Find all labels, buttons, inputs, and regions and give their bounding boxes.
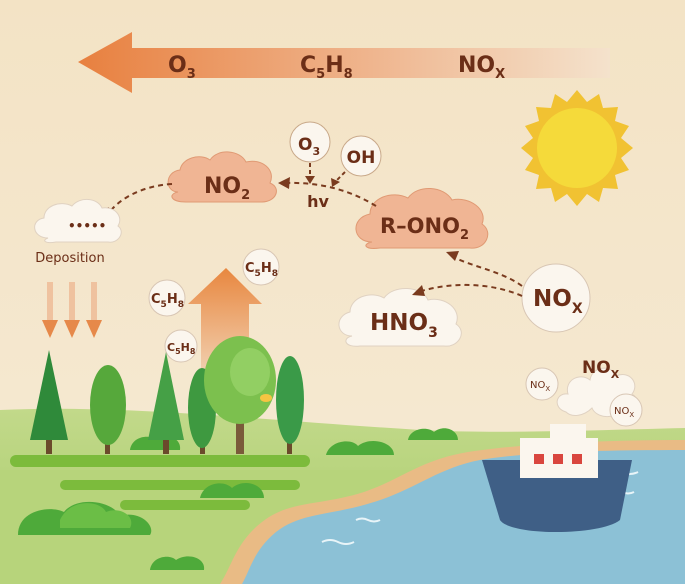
svg-text:NO2: NO2: [204, 174, 250, 203]
nox-small-bubble-1: NOX: [525, 367, 559, 401]
transport-arrow: O3 C5H8 NOX: [78, 32, 610, 93]
deposition-label: Deposition: [35, 251, 105, 266]
arrowhead-no2: [278, 177, 290, 189]
arrow-label-nox: NOX: [458, 53, 505, 82]
big-tree: [204, 336, 276, 454]
oh-bubble: OH: [340, 135, 382, 177]
arrow-label-c5h8: C5H8: [300, 53, 353, 82]
pine-tree-2: [148, 352, 184, 454]
svg-text:C5H8: C5H8: [151, 292, 184, 310]
deposition-cloud: •••••: [34, 199, 122, 243]
svg-text:OH: OH: [347, 148, 376, 168]
deposition-arrows: [42, 282, 102, 338]
svg-text:HNO3: HNO3: [370, 310, 438, 341]
deposition-arrow-1: [42, 282, 58, 338]
ship-window-1: [534, 454, 544, 464]
o3-bubble: O3: [289, 121, 331, 163]
svg-text:NOX: NOX: [614, 406, 634, 419]
arrow-label-o3: O3: [168, 53, 196, 82]
arrowhead-rono2: [446, 251, 459, 261]
rono2-to-no2-arrow: [285, 181, 377, 207]
rono2-cloud: R–ONO2: [355, 188, 489, 249]
svg-text:NOX: NOX: [582, 358, 620, 381]
arrowhead-hno3: [412, 285, 425, 296]
reactant-arrows: [309, 163, 346, 182]
ship: [482, 424, 632, 532]
deposition-arrow-2: [64, 282, 80, 338]
oh-arrowhead: [331, 178, 340, 187]
svg-text:C5H8: C5H8: [167, 341, 196, 356]
o3-arrowhead: [305, 176, 315, 184]
deposition-arrow-3: [86, 282, 102, 338]
nox-source-bubble: NOX: [521, 263, 591, 333]
svg-text:R–ONO2: R–ONO2: [380, 214, 469, 243]
bushes: [18, 428, 458, 570]
pine-tree-1: [30, 350, 68, 454]
transport-arrow-shape: [78, 32, 610, 93]
nox-to-hno3-arrow: [417, 283, 523, 297]
svg-text:O3: O3: [298, 135, 320, 158]
ship-window-2: [553, 454, 563, 464]
sun-icon: [521, 90, 633, 206]
nox-small-bubble-2: NOX: [609, 393, 643, 427]
round-tree-3: [276, 356, 304, 454]
svg-text:NOX: NOX: [530, 380, 550, 393]
ship-bridge: [550, 424, 586, 440]
round-tree-1: [90, 365, 126, 454]
hno3-cloud: HNO3: [338, 288, 462, 347]
hv-label: hv: [307, 192, 329, 211]
c5h8-bubble-3: C5H8: [242, 248, 280, 286]
svg-text:C5H8: C5H8: [245, 261, 278, 279]
svg-text:•••••: •••••: [68, 219, 106, 233]
no2-cloud: NO2: [167, 151, 277, 203]
svg-text:NOX: NOX: [533, 286, 583, 317]
c5h8-bubble-1: C5H8: [148, 279, 186, 317]
ship-window-3: [572, 454, 582, 464]
bird-icon: [260, 394, 272, 402]
c5h8-bubble-2: C5H8: [164, 329, 198, 363]
